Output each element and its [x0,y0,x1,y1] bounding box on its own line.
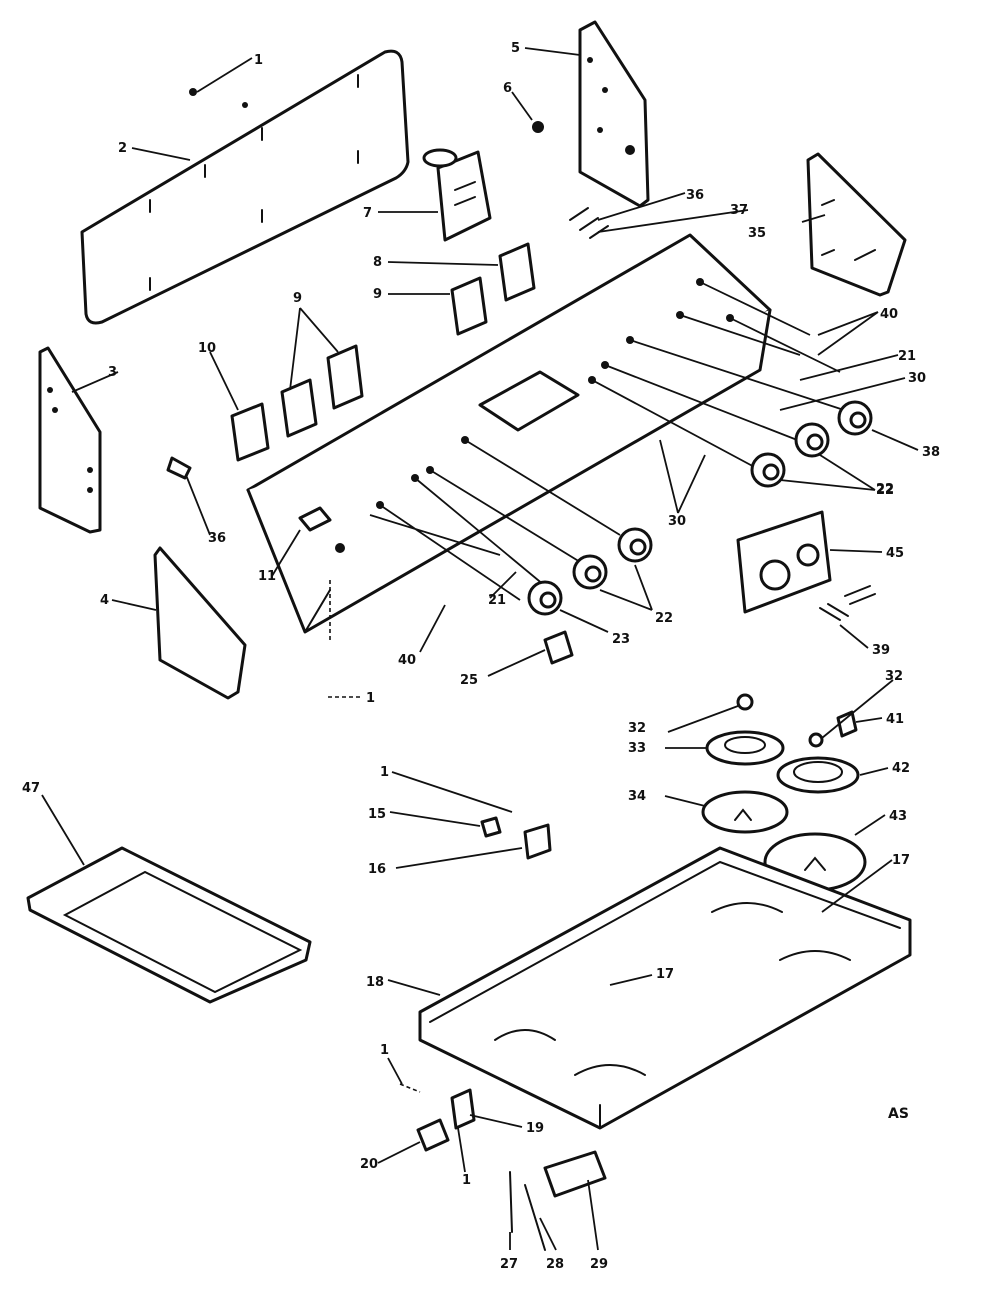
panel-slot [298,506,332,532]
callout-32-left: 32 [628,721,646,736]
switch-9b [280,378,318,438]
control-panel [246,233,772,634]
knob-22b [750,452,786,488]
callout-1-mid: 1 [380,765,389,780]
callout-16: 16 [368,862,386,877]
switch-9a [450,276,488,336]
clip-15 [480,816,502,838]
diagram-tag: AS [888,1106,909,1122]
upper-bracket [578,20,650,208]
knob-38 [837,400,873,436]
switch-8 [498,242,536,302]
callout-40-left: 40 [398,653,416,668]
callout-1-top: 1 [254,53,263,68]
callout-42: 42 [892,761,910,776]
callout-33: 33 [628,741,646,756]
callout-40-right: 40 [880,307,898,322]
wire-28 [524,1184,546,1251]
tray-47 [26,846,312,1004]
callout-21-right: 21 [898,349,916,364]
callout-47: 47 [22,781,40,796]
clip-36-37 [569,207,609,239]
callout-1-lower: 1 [380,1043,389,1058]
cooktop-18 [418,846,912,1130]
callout-4: 4 [100,593,109,608]
knob-shafts [335,278,851,601]
spring-39 [819,585,876,621]
drip-bowl-34 [701,790,789,834]
nut-6 [532,121,544,133]
callout-45: 45 [886,546,904,561]
callout-18: 18 [366,975,384,990]
callout-41: 41 [886,712,904,727]
callout-5: 5 [511,41,520,56]
switch-7 [422,148,492,242]
callout-8: 8 [373,255,382,270]
callout-22-right: 22 [876,482,894,497]
callout-38: 38 [922,445,940,460]
callout-7: 7 [363,206,372,221]
callout-19: 19 [526,1121,544,1136]
callout-30-right: 30 [908,371,926,386]
callout-11: 11 [258,569,276,584]
knob-23 [527,580,563,616]
callout-25: 25 [460,673,478,688]
callout-17-mid: 17 [656,967,674,982]
callout-39: 39 [872,643,890,658]
rear-panel [80,49,410,325]
callout-9a: 9 [373,287,382,302]
callout-36-left: 36 [208,531,226,546]
hinge-19 [450,1088,476,1130]
callout-10: 10 [198,341,216,356]
bracket-16 [523,823,552,860]
callout-36-top: 36 [686,188,704,203]
callout-23: 23 [612,632,630,647]
connector-25 [543,630,574,665]
hinge-pin-20 [416,1118,450,1152]
callout-37: 37 [730,203,748,218]
knob-22d [572,554,608,590]
callout-30-mid: 30 [668,514,686,529]
callout-22-left: 22 [655,611,673,626]
left-end-bracket [38,346,102,534]
screw-1a [189,88,197,96]
callout-1-bottom: 1 [462,1173,471,1188]
knob-22a [794,422,830,458]
callout-27: 27 [500,1257,518,1272]
callout-22-mid: 22 [876,483,894,498]
screw-27 [509,1171,513,1233]
callout-9b: 9 [293,291,302,306]
switch-10 [230,402,270,462]
clock-window [478,370,580,432]
callout-6: 6 [503,81,512,96]
callout-32-right: 32 [885,669,903,684]
burner-33 [705,730,785,766]
callout-34: 34 [628,789,646,804]
callout-20: 20 [360,1157,378,1172]
callout-29: 29 [590,1257,608,1272]
callout-35: 35 [748,226,766,241]
callout-28: 28 [546,1257,564,1272]
burner-42 [776,756,860,794]
callout-21-left: 21 [488,593,506,608]
callout-2: 2 [118,141,127,156]
right-end-bracket [806,152,907,297]
left-side-panel [153,546,247,700]
switch-9c [326,344,364,410]
cap-32b [808,732,824,748]
callout-17-right: 17 [892,853,910,868]
screw-hole [242,102,248,108]
bracket-29 [543,1150,607,1198]
cap-32a [736,693,754,711]
knob-22c [617,527,653,563]
callout-43: 43 [889,809,907,824]
callout-1-panel: 1 [366,691,375,706]
clip-36-left [166,456,192,480]
callout-3: 3 [108,365,117,380]
clock-45 [736,510,832,614]
clip-41 [836,710,858,738]
callout-15: 15 [368,807,386,822]
